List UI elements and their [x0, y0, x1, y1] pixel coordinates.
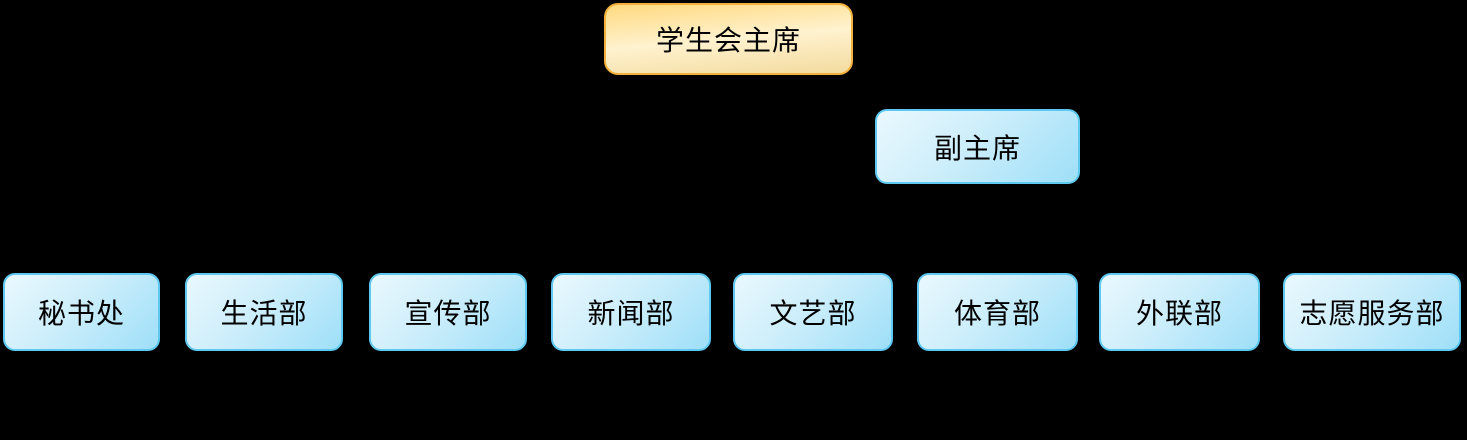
node-secretariat[interactable]: 秘书处 [3, 273, 160, 351]
node-sports-dept[interactable]: 体育部 [917, 273, 1078, 351]
node-volunteer-service-dept-label: 志愿服务部 [1299, 297, 1445, 330]
node-external-relations-dept[interactable]: 外联部 [1099, 273, 1260, 351]
node-arts-dept-label: 文艺部 [769, 297, 857, 330]
node-publicity-dept[interactable]: 宣传部 [369, 273, 527, 351]
node-news-dept-label: 新闻部 [587, 297, 675, 330]
node-life-dept-label: 生活部 [220, 297, 308, 330]
node-secretariat-label: 秘书处 [37, 297, 125, 330]
node-president-label: 学生会主席 [655, 24, 801, 57]
node-life-dept[interactable]: 生活部 [185, 273, 343, 351]
node-sports-dept-label: 体育部 [953, 297, 1041, 330]
node-volunteer-service-dept[interactable]: 志愿服务部 [1283, 273, 1461, 351]
node-president[interactable]: 学生会主席 [604, 3, 853, 75]
node-vice-president[interactable]: 副主席 [875, 109, 1080, 184]
node-news-dept[interactable]: 新闻部 [551, 273, 711, 351]
node-publicity-dept-label: 宣传部 [404, 297, 492, 330]
node-arts-dept[interactable]: 文艺部 [733, 273, 893, 351]
node-vice-president-label: 副主席 [933, 131, 1021, 165]
node-external-relations-dept-label: 外联部 [1135, 297, 1223, 330]
